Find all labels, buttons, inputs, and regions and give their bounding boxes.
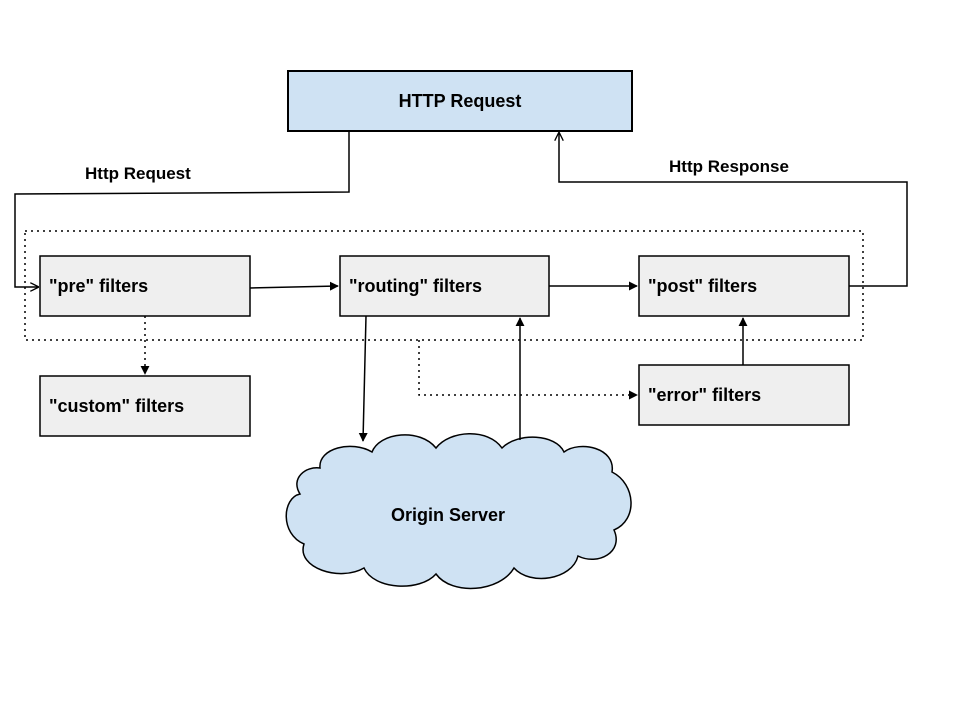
- edge-routing-to-origin: [358, 315, 368, 442]
- edge-request-label: Http Request: [85, 164, 191, 183]
- custom-filters-node: "custom" filters: [39, 375, 251, 437]
- routing-filters-label: "routing" filters: [349, 276, 482, 296]
- edge-request-to-pre: [14, 131, 350, 287]
- edge-group-to-error: [418, 340, 638, 400]
- edge-pre-to-routing: [249, 281, 339, 291]
- origin-server-cloud: [285, 433, 632, 590]
- http-request-box: [287, 70, 633, 132]
- routing-filters-node: "routing" filters: [339, 255, 550, 317]
- post-filters-label: "post" filters: [648, 276, 757, 296]
- post-filters-node: "post" filters: [638, 255, 850, 317]
- error-filters-label: "error" filters: [648, 385, 761, 405]
- pre-filters-node: "pre" filters: [39, 255, 251, 317]
- pre-filters-box: [39, 255, 251, 317]
- post-filters-box: [638, 255, 850, 317]
- edge-response-label: Http Response: [669, 157, 789, 176]
- http-request-node: HTTP Request: [287, 70, 633, 132]
- error-filters-box: [638, 364, 850, 426]
- http-request-label: HTTP Request: [399, 91, 522, 111]
- origin-server-node: Origin Server: [285, 433, 632, 590]
- custom-filters-box: [39, 375, 251, 437]
- routing-filters-box: [339, 255, 550, 317]
- edge-post-to-response: [559, 133, 908, 287]
- pre-filters-label: "pre" filters: [49, 276, 148, 296]
- error-filters-node: "error" filters: [638, 364, 850, 426]
- origin-server-label: Origin Server: [391, 505, 505, 525]
- custom-filters-label: "custom" filters: [49, 396, 184, 416]
